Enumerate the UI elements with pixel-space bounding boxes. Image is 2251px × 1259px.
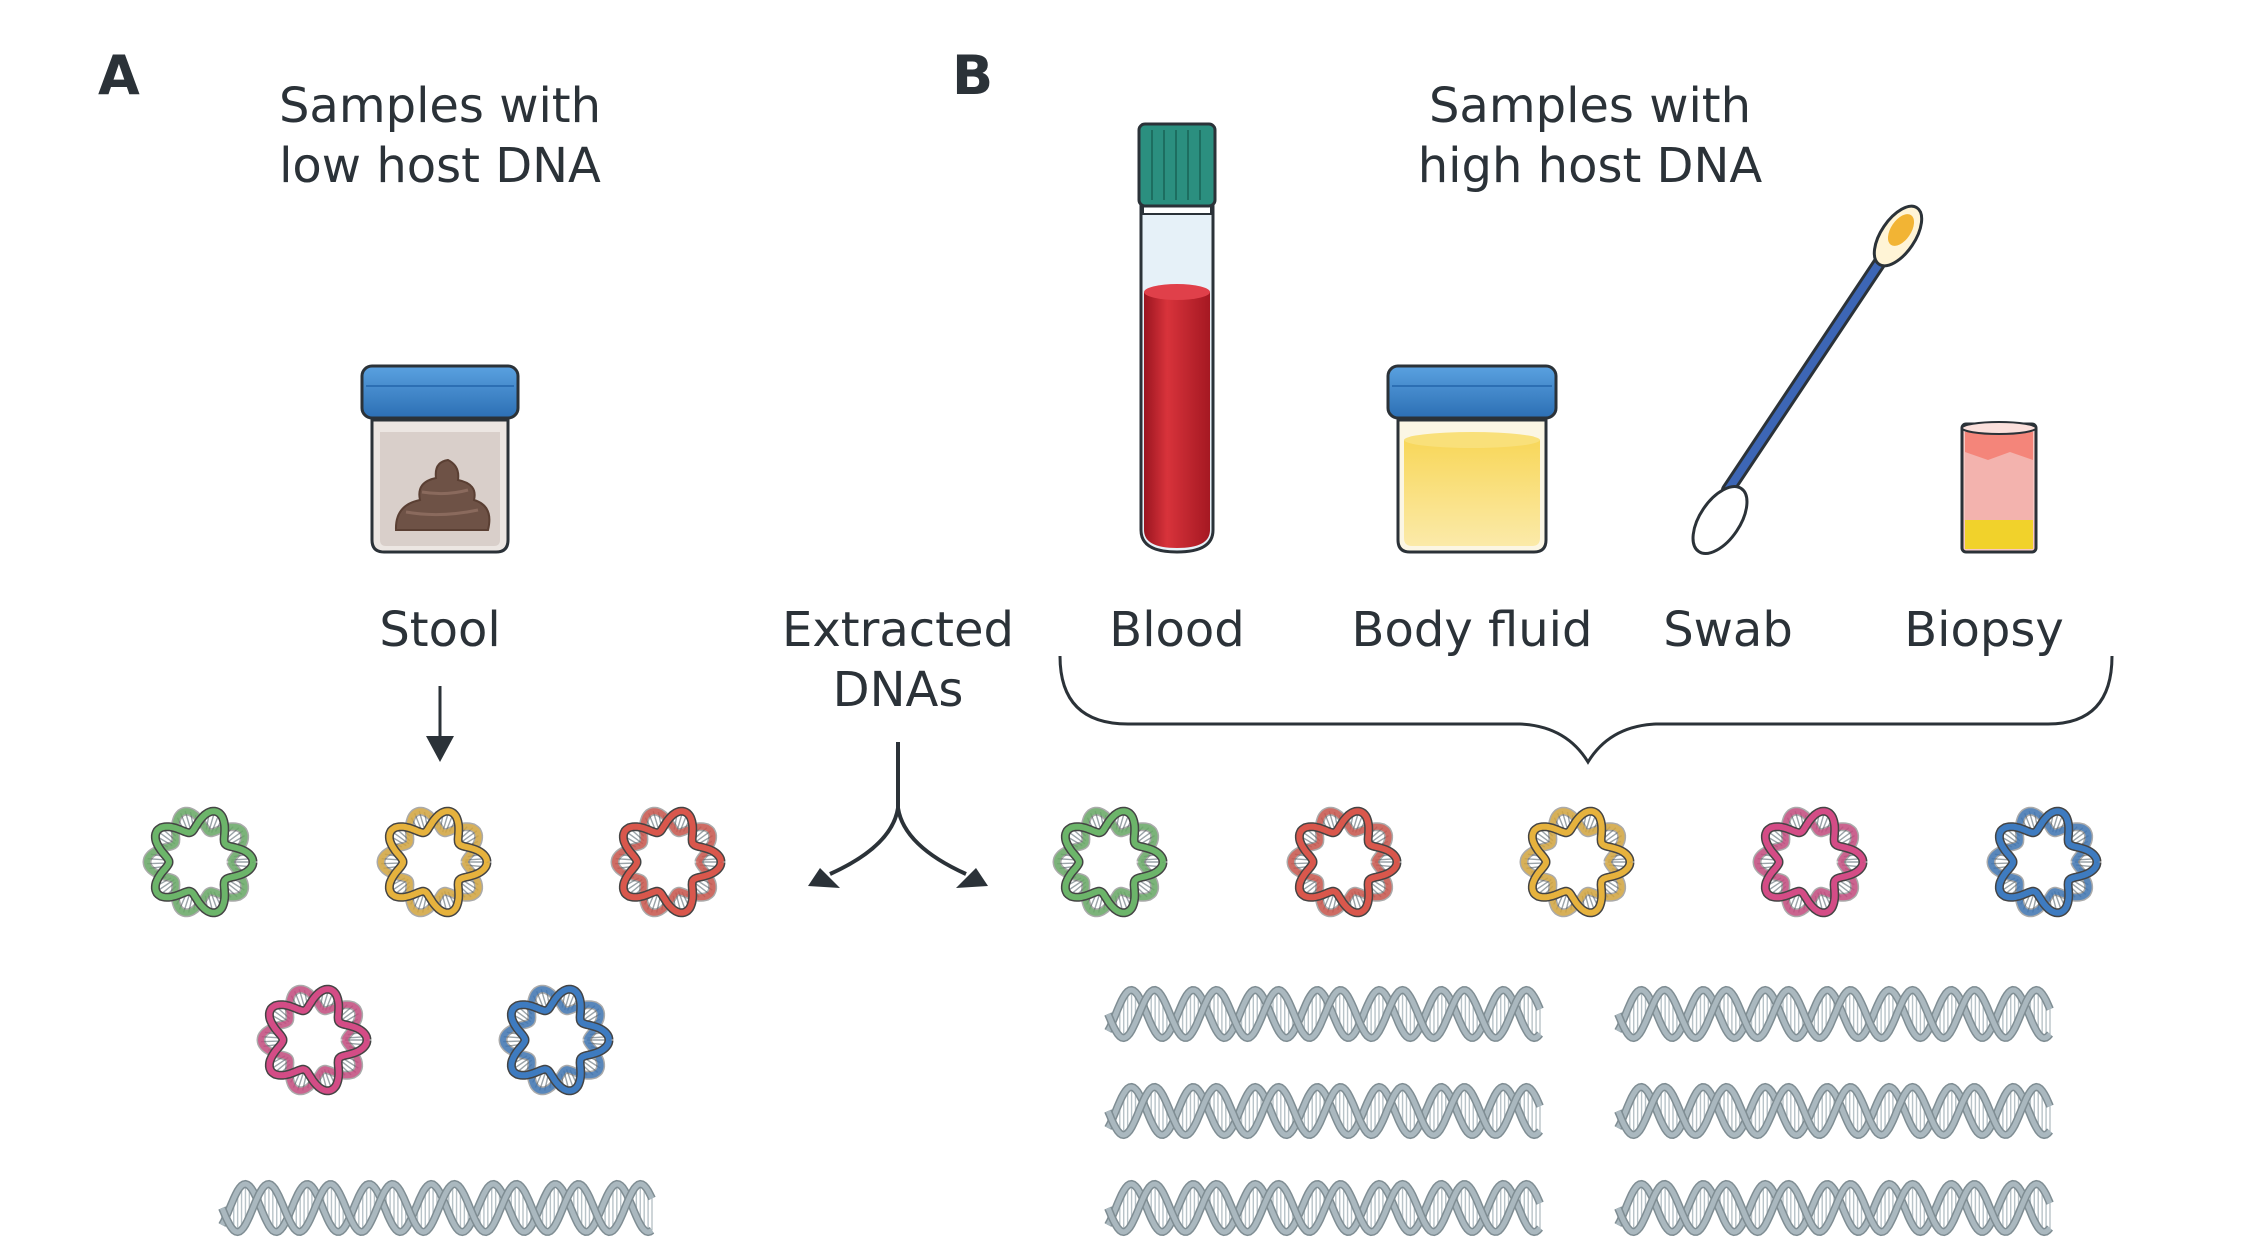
sample-label-stool: Stool bbox=[379, 602, 501, 658]
panel-b-title-line2: high host DNA bbox=[1417, 138, 1763, 194]
plasmid-b-1 bbox=[1052, 806, 1168, 918]
grouping-brace bbox=[1058, 655, 2114, 765]
plasmid-b-4 bbox=[1752, 806, 1868, 918]
plasmid-a-3 bbox=[610, 806, 726, 918]
plasmid-a-5 bbox=[498, 984, 614, 1096]
panel-a-title-line1: Samples with bbox=[278, 78, 602, 134]
swab-icon bbox=[1691, 204, 1924, 555]
plasmid-a-4 bbox=[256, 984, 372, 1096]
stool-jar-icon bbox=[360, 364, 520, 554]
split-arrows-icon bbox=[808, 742, 988, 888]
host-dna-helix-b-2 bbox=[1614, 985, 2054, 1043]
sample-label-swab: Swab bbox=[1663, 602, 1793, 658]
sample-label-blood: Blood bbox=[1109, 602, 1245, 658]
host-dna-helix-b-5 bbox=[1104, 1179, 1544, 1237]
panel-b-title-line1: Samples with bbox=[1428, 78, 1752, 134]
body-fluid-jar-icon bbox=[1386, 364, 1558, 554]
extracted-dnas-line2: DNAs bbox=[832, 662, 964, 718]
host-dna-helix-b-1 bbox=[1104, 985, 1544, 1043]
plasmid-b-3 bbox=[1519, 806, 1635, 918]
host-dna-helix-b-4 bbox=[1614, 1082, 2054, 1140]
panel-label-a: A bbox=[98, 44, 140, 107]
down-arrow-icon bbox=[426, 686, 454, 762]
biopsy-vial-icon bbox=[1960, 421, 2038, 554]
host-dna-helix-a bbox=[218, 1179, 656, 1237]
blood-tube-icon bbox=[1137, 122, 1217, 554]
plasmid-b-2 bbox=[1286, 806, 1402, 918]
extracted-dnas-line1: Extracted bbox=[782, 602, 1014, 658]
sample-label-biopsy: Biopsy bbox=[1904, 602, 2064, 658]
host-dna-helix-b-6 bbox=[1614, 1179, 2054, 1237]
panel-a-title-line2: low host DNA bbox=[279, 138, 601, 194]
plasmid-a-1 bbox=[142, 806, 258, 918]
plasmid-a-2 bbox=[376, 806, 492, 918]
host-dna-helix-b-3 bbox=[1104, 1082, 1544, 1140]
plasmid-b-5 bbox=[1986, 806, 2102, 918]
host-dna-layer bbox=[218, 985, 2054, 1237]
plasmid-layer bbox=[142, 806, 2102, 1096]
sample-label-body-fluid: Body fluid bbox=[1351, 602, 1593, 658]
panel-label-b: B bbox=[952, 44, 994, 107]
